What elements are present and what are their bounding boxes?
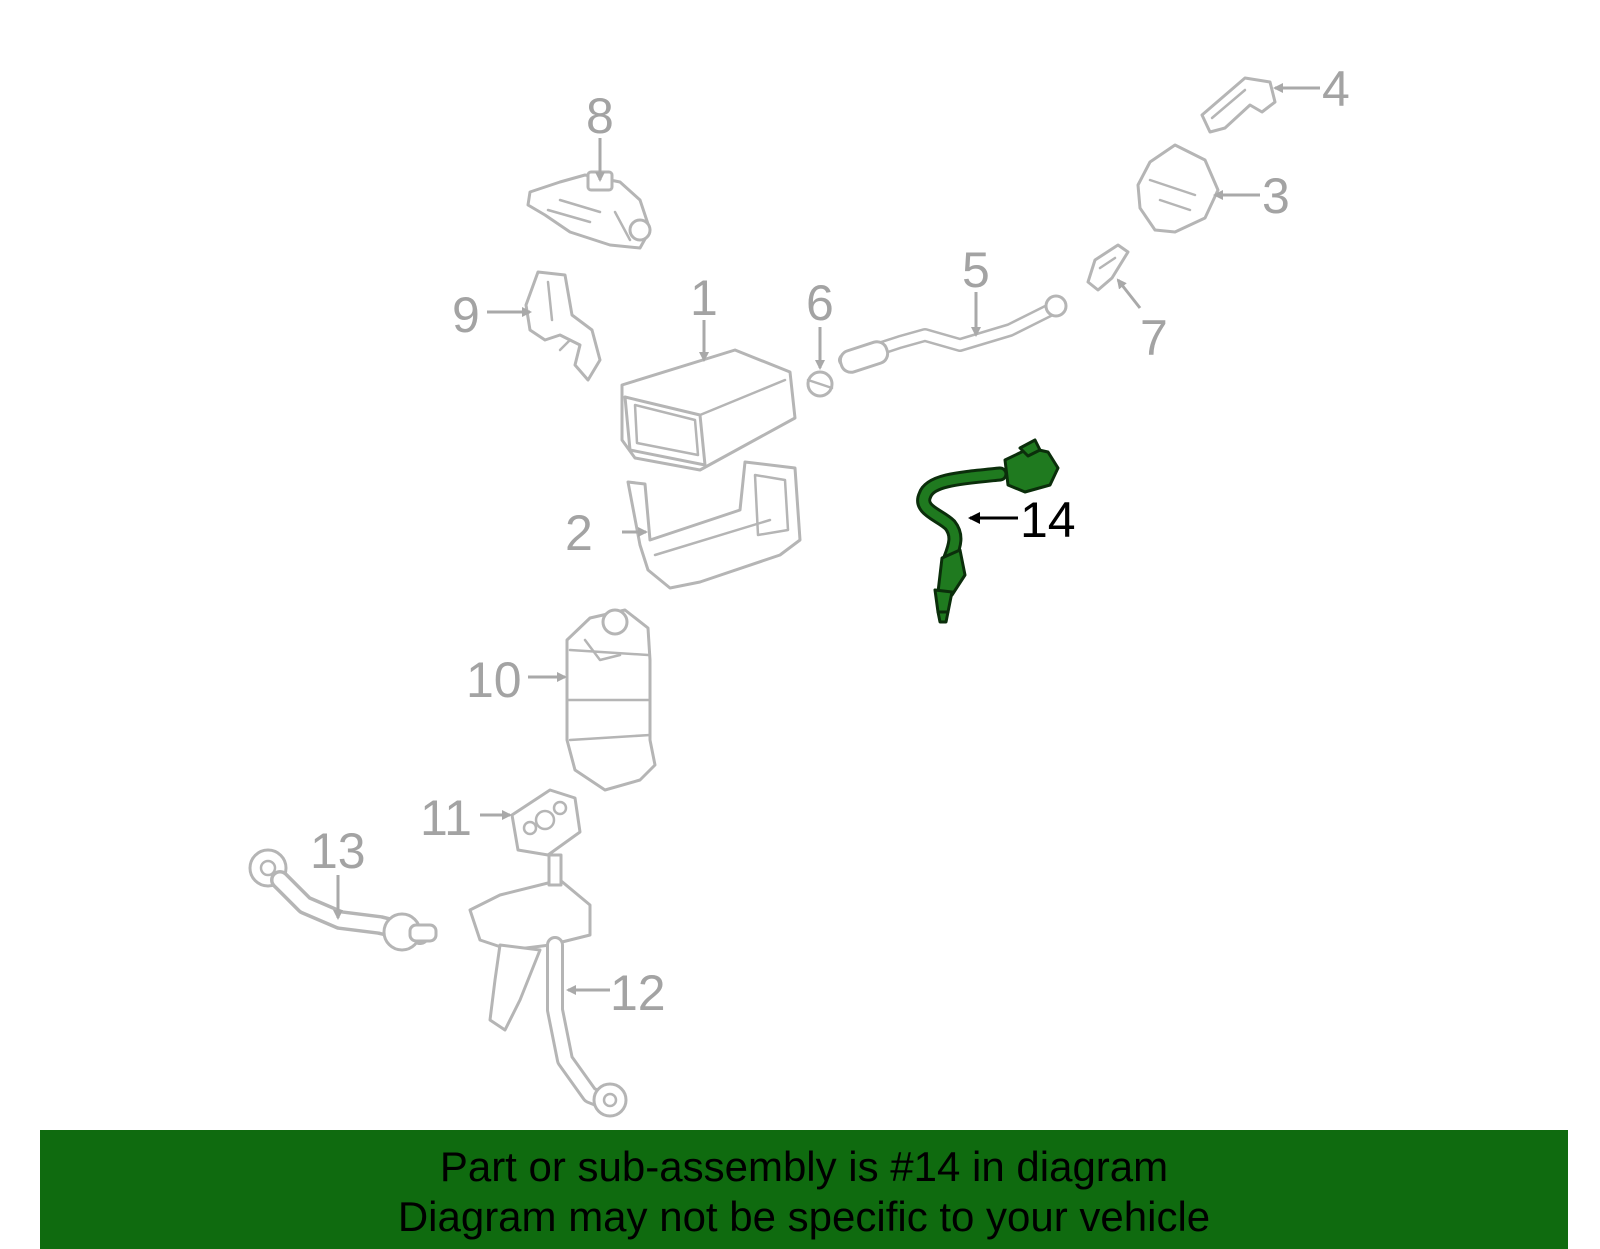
part-1-canister [620, 348, 797, 472]
svg-text:14: 14 [1020, 492, 1076, 548]
part-4-clip [1200, 76, 1277, 134]
svg-text:10: 10 [466, 652, 522, 708]
part-5-hose [838, 294, 1068, 374]
part-6-clamp [806, 370, 834, 398]
label-7: 7 [1116, 278, 1168, 366]
part-13-pipe [248, 848, 438, 952]
label-6: 6 [806, 275, 834, 370]
label-3: 3 [1213, 168, 1290, 224]
label-12: 12 [566, 965, 666, 1021]
part-2-bracket [626, 460, 802, 590]
svg-text:2: 2 [565, 505, 593, 561]
part-3-module [1136, 143, 1220, 234]
banner-line-2: Diagram may not be specific to your vehi… [397, 1193, 1211, 1240]
label-10: 10 [466, 652, 567, 708]
label-2: 2 [565, 505, 648, 561]
svg-text:1: 1 [690, 270, 718, 326]
part-8-solenoid [526, 170, 652, 250]
svg-text:8: 8 [586, 88, 614, 144]
banner-line-1: Part or sub-assembly is #14 in diagram [439, 1143, 1169, 1190]
label-13: 13 [310, 823, 366, 920]
part-9-bracket [524, 270, 602, 382]
label-5: 5 [962, 242, 990, 337]
label-8: 8 [586, 88, 614, 182]
label-14: 14 [968, 492, 1076, 548]
part-7-connector [1086, 243, 1130, 292]
part-14-oxygen-sensor [916, 438, 1060, 624]
svg-text:6: 6 [806, 275, 834, 331]
part-12-pipe [468, 853, 628, 1118]
svg-text:5: 5 [962, 242, 990, 298]
svg-text:11: 11 [420, 790, 472, 846]
label-11: 11 [420, 790, 512, 846]
svg-text:7: 7 [1140, 310, 1168, 366]
svg-text:13: 13 [310, 823, 366, 879]
svg-text:9: 9 [452, 287, 480, 343]
label-9: 9 [452, 287, 532, 343]
svg-text:12: 12 [610, 965, 666, 1021]
part-10-egr-valve [565, 608, 657, 792]
svg-text:3: 3 [1262, 168, 1290, 224]
svg-text:4: 4 [1322, 61, 1350, 117]
part-11-gasket [510, 788, 582, 857]
label-4: 4 [1273, 61, 1350, 117]
notice-banner: Part or sub-assembly is #14 in diagram D… [40, 1130, 1568, 1249]
label-1: 1 [690, 270, 718, 362]
